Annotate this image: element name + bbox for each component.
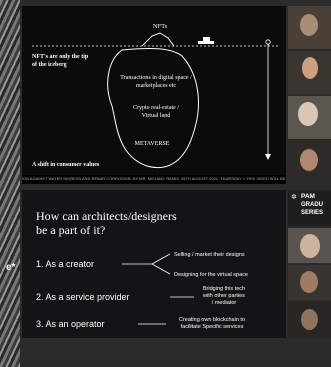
- service-sub-line3: / mediator: [212, 300, 237, 306]
- sun-icon: ✲: [291, 194, 297, 201]
- creator-sub-selling: Selling / market their designs: [174, 252, 245, 258]
- left-video-tile: e*: [0, 0, 20, 367]
- tip-note-line2: of the iceberg: [32, 62, 67, 68]
- layer-transactions-line1: Transactions in digital space /: [120, 75, 192, 81]
- edge-text: e*: [6, 262, 16, 273]
- participant-video[interactable]: [288, 96, 331, 139]
- participant-gallery-top: [288, 6, 331, 184]
- pam-logo: ✲ PAM GRADU SERIES: [288, 190, 331, 226]
- iceberg-diagram: NFTs NFT's are only the tip of the icebe…: [32, 23, 280, 168]
- operator-sub-line1: Creating own blockchain to: [179, 317, 245, 323]
- logo-line3: SERIES: [301, 210, 324, 216]
- item-operator: 3. As an operator: [36, 319, 105, 329]
- boat-icon: [198, 37, 214, 44]
- participant-gallery-bottom: ✲ PAM GRADU SERIES: [288, 190, 331, 338]
- logo-line1: PAM: [301, 193, 315, 200]
- slide-title-line2: be a part of it?: [36, 223, 105, 237]
- architects-slide-content: How can architects/designers be a part o…: [36, 209, 248, 330]
- consumer-values-note: A shift in consumer values: [32, 162, 100, 168]
- service-sub-line2: with other parties: [202, 293, 245, 299]
- iceberg-tip: [141, 32, 175, 47]
- layer-transactions-line2: marketplaces etc: [136, 83, 176, 89]
- item-service-provider: 2. As a service provider: [36, 292, 130, 302]
- participant-video[interactable]: [288, 265, 331, 300]
- tip-note-line1: NFT's are only the tip: [32, 54, 89, 60]
- creator-sub-designing: Designing for the virtual space: [174, 272, 248, 278]
- participant-video[interactable]: [288, 302, 331, 338]
- participant-video[interactable]: [288, 228, 331, 263]
- iceberg-body: [107, 47, 199, 168]
- logo-line2: GRADU: [301, 202, 323, 208]
- news-ticker: ION AGAINST WATER INGRESS AND REBAR CORR…: [22, 175, 286, 184]
- layer-crypto-line2: Virtual land: [142, 113, 170, 119]
- nfts-label: NFTs: [153, 23, 168, 30]
- service-sub-line1: Bridging this tech: [203, 286, 245, 292]
- participant-video[interactable]: [288, 6, 331, 49]
- participant-video[interactable]: [288, 141, 331, 184]
- layer-metaverse: METAVERSE: [135, 141, 170, 147]
- item-creator: 1. As a creator: [36, 259, 94, 269]
- depth-arrow-icon: [265, 39, 271, 160]
- presentation-slide-architects: How can architects/designers be a part o…: [22, 190, 286, 338]
- layer-crypto-line1: Crypto real-estate /: [133, 105, 179, 111]
- operator-sub-line2: facilitate Specific services: [181, 324, 244, 330]
- participant-video[interactable]: [288, 51, 331, 94]
- presentation-slide-iceberg: NFTs NFT's are only the tip of the icebe…: [22, 6, 286, 184]
- slide-title-line1: How can architects/designers: [36, 209, 177, 223]
